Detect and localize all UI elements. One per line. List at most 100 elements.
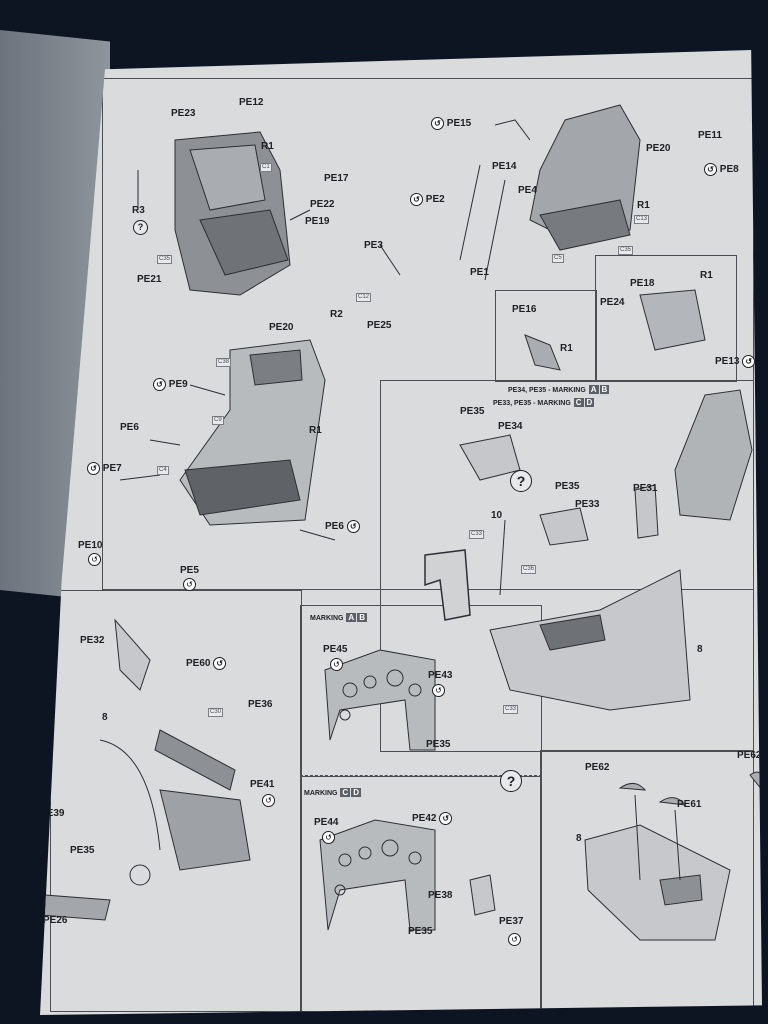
label-8: 8 bbox=[697, 644, 703, 655]
label-pe17: PE17 bbox=[324, 173, 349, 184]
label-r1: R1 bbox=[560, 343, 573, 354]
label-pe9: ↺ PE9 bbox=[153, 378, 188, 391]
label-pe1: PE1 bbox=[470, 267, 489, 278]
label-pe37: PE37 bbox=[499, 916, 524, 927]
label-pe35: PE35 bbox=[460, 406, 485, 417]
bend-icon: ↺ bbox=[742, 355, 756, 368]
ref-c13: C13 bbox=[634, 215, 650, 224]
label-pe26: PE26 bbox=[43, 915, 68, 926]
label-pe25: PE25 bbox=[367, 320, 392, 331]
ref-c33: C33 bbox=[503, 705, 519, 714]
label-r1: R1 bbox=[637, 200, 650, 211]
label-pe44: PE44 bbox=[314, 817, 339, 828]
seat-1 bbox=[137, 131, 311, 296]
bend-icon: ↺ bbox=[330, 658, 343, 671]
bend-icon: ↺ bbox=[183, 578, 196, 591]
label-pe41: PE41 bbox=[250, 779, 275, 790]
label-pe22: PE22 bbox=[310, 199, 335, 210]
label-pe19: PE19 bbox=[305, 216, 330, 227]
bend-icon: ↺ bbox=[153, 378, 166, 391]
label-pe35: PE35 bbox=[426, 739, 451, 750]
ref-c9: C9 bbox=[212, 416, 224, 425]
cockpit-tub bbox=[424, 519, 691, 711]
drawings bbox=[40, 104, 762, 941]
label-pe45: PE45 bbox=[323, 644, 348, 655]
label-r2: R2 bbox=[330, 309, 343, 320]
label-pe7: ↺ PE7 bbox=[87, 462, 122, 475]
bend-icon: ↺ bbox=[88, 553, 101, 566]
label-pe13: PE13 ↺ bbox=[715, 355, 756, 368]
label-pe6: PE6 ↺ bbox=[325, 520, 360, 533]
label-pe18: PE18 bbox=[630, 278, 655, 289]
bend-icon: ↺ bbox=[262, 794, 275, 807]
instrument-panel-ab bbox=[324, 649, 436, 751]
label-pe31: PE31 bbox=[633, 483, 658, 494]
bend-icon: ↺ bbox=[432, 684, 445, 697]
ref-c36: C36 bbox=[521, 565, 537, 574]
bend-icon: ↺ bbox=[87, 462, 100, 475]
label-pe14: PE14 bbox=[492, 161, 517, 172]
instruction-sheet: PE23 PE12 R1 PE17 PE22 PE19 R3 ? C35 PE2… bbox=[40, 50, 762, 1015]
bend-icon: ↺ bbox=[439, 812, 453, 825]
bend-icon: ↺ bbox=[704, 163, 717, 176]
label-pe8: ↺ PE8 bbox=[704, 163, 739, 176]
ref-c4: C4 bbox=[157, 466, 169, 475]
label-pe42: PE42 ↺ bbox=[412, 812, 453, 825]
ref-c1: C1 bbox=[260, 163, 272, 172]
ref-c38: C38 bbox=[216, 358, 232, 367]
label-pe5: PE5 bbox=[180, 565, 199, 576]
bend-icon: ↺ bbox=[322, 831, 335, 844]
label-pe15: ↺ PE15 bbox=[431, 117, 471, 130]
label-pe39: PE39 bbox=[40, 808, 65, 819]
ref-c35: C35 bbox=[618, 246, 634, 255]
question-icon: ? bbox=[133, 220, 148, 235]
label-pe35: PE35 bbox=[70, 845, 95, 856]
bend-icon: ↺ bbox=[431, 117, 444, 130]
label-r1: R1 bbox=[700, 270, 713, 281]
ref-c33: C33 bbox=[469, 530, 485, 539]
label-pe23: PE23 bbox=[171, 108, 196, 119]
label-10: 10 bbox=[491, 510, 503, 521]
label-pe62: PE62 bbox=[737, 750, 762, 761]
label-pe21: PE21 bbox=[137, 274, 162, 285]
seat-2 bbox=[379, 104, 641, 281]
label-pe11: PE11 bbox=[698, 130, 722, 141]
label-8: 8 bbox=[576, 833, 582, 844]
label-pe35: PE35 bbox=[555, 481, 580, 492]
label-pe12: PE12 bbox=[239, 97, 264, 108]
label-pe16: PE16 bbox=[512, 304, 537, 315]
bend-icon: ↺ bbox=[410, 193, 423, 206]
label-pe33: PE33 bbox=[575, 499, 600, 510]
label-8: 8 bbox=[102, 712, 108, 723]
label-r1: R1 bbox=[261, 141, 274, 152]
bend-icon: ↺ bbox=[508, 933, 521, 946]
label-pe2: ↺ PE2 bbox=[410, 193, 445, 206]
label-r1: R1 bbox=[309, 425, 322, 436]
inset-pe18-frame bbox=[595, 255, 737, 382]
ref-c12: C12 bbox=[356, 293, 372, 302]
ref-c35: C35 bbox=[157, 255, 173, 264]
seat-4 bbox=[459, 389, 753, 546]
label-pe38: PE38 bbox=[428, 890, 453, 901]
seat-3 bbox=[119, 339, 336, 541]
label-pe6: PE6 bbox=[120, 422, 139, 433]
label-pe36: PE36 bbox=[248, 699, 273, 710]
label-pe43: PE43 bbox=[428, 670, 453, 681]
label-pe10: PE10 bbox=[78, 540, 103, 551]
label-pe20: PE20 bbox=[646, 143, 671, 154]
question-icon: ? bbox=[500, 770, 522, 792]
inset-pe16-frame bbox=[495, 290, 597, 382]
pedal-assembly bbox=[40, 618, 251, 921]
question-icon: ? bbox=[510, 470, 532, 492]
top-section-frame bbox=[102, 78, 754, 590]
label-pe62: PE62 bbox=[585, 762, 610, 773]
label-pe3: PE3 bbox=[364, 240, 383, 251]
label-pe61: PE61 bbox=[677, 799, 702, 810]
marking-section-frame bbox=[380, 380, 754, 752]
label-pe20: PE20 bbox=[269, 322, 294, 333]
instrument-panel-cd bbox=[319, 819, 496, 931]
